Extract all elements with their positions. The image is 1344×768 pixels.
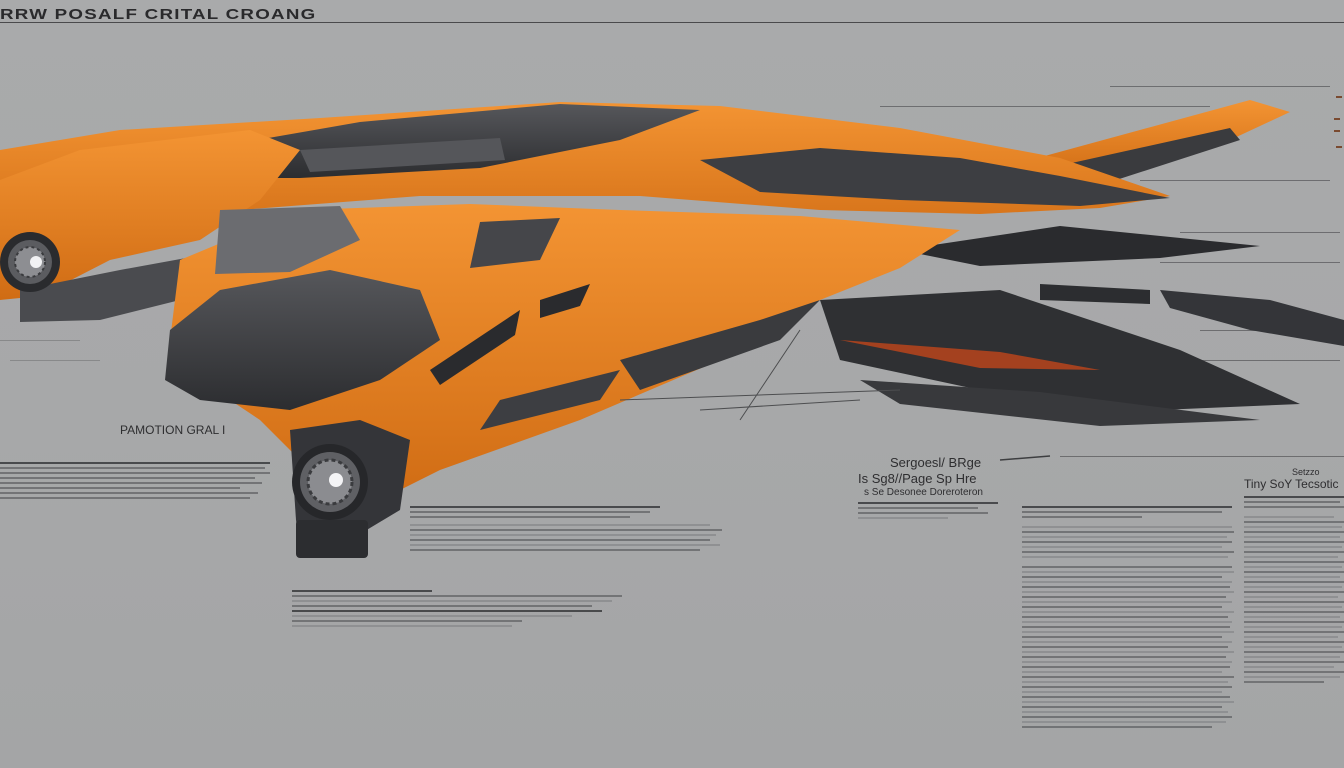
engine-thruster-icon [292, 444, 368, 520]
hud-tick [1334, 118, 1340, 120]
forward-panel [215, 206, 360, 274]
vent-2 [540, 284, 590, 318]
hud-line [880, 106, 1210, 107]
far-right-heading: Tiny SoY Tecsotic [1244, 477, 1339, 491]
hud-line [1160, 262, 1340, 263]
hud-line [1110, 86, 1330, 87]
nose-section [0, 130, 300, 300]
center-text-block [410, 506, 730, 554]
spec-text-block [858, 502, 1008, 522]
dorsal-dark [700, 148, 1170, 206]
upper-panel [300, 138, 505, 172]
far-right-text-block [1244, 496, 1344, 686]
spec-heading-1: Sergoesl/ BRge [890, 455, 982, 470]
lower-blade-4 [1040, 284, 1150, 304]
spec-heading-2: Is Sg8//Page Sp Hre [858, 471, 977, 486]
hud-tick [1334, 130, 1340, 132]
blade-accent [840, 340, 1100, 370]
nose-dark [20, 250, 230, 322]
lower-blade-2 [900, 226, 1260, 266]
hud-tick [1336, 146, 1342, 148]
vent-1 [430, 310, 520, 385]
right-column-text-block [1022, 506, 1242, 731]
center-lower-text-block [292, 590, 632, 630]
far-right-heading-top: Setzzo [1292, 467, 1320, 477]
hud-line [10, 360, 100, 361]
hud-line [1180, 232, 1340, 233]
hud-line [0, 340, 80, 341]
top-divider [0, 22, 1344, 23]
headlight-icon [0, 232, 60, 292]
thruster-base [296, 520, 368, 558]
forward-panel-2 [470, 218, 560, 268]
left-annotation-label: PAMOTION GRAL I [120, 423, 226, 437]
left-text-block [0, 462, 280, 502]
hud-line [1140, 180, 1330, 181]
hull-seam-2 [480, 370, 620, 430]
lower-blade-3 [1160, 290, 1344, 346]
forward-cockpit [165, 270, 440, 410]
hull-seam [620, 300, 820, 390]
blade-lower [860, 380, 1260, 426]
hud-line [1060, 456, 1344, 457]
hud-line [1100, 360, 1340, 361]
hud-tick [1336, 96, 1342, 98]
lower-blade [820, 290, 1300, 410]
page-title: RRW POSALF CRITAL CROANG [0, 6, 317, 23]
spec-heading-3: s Se Desonee Doreroteron [864, 487, 983, 498]
